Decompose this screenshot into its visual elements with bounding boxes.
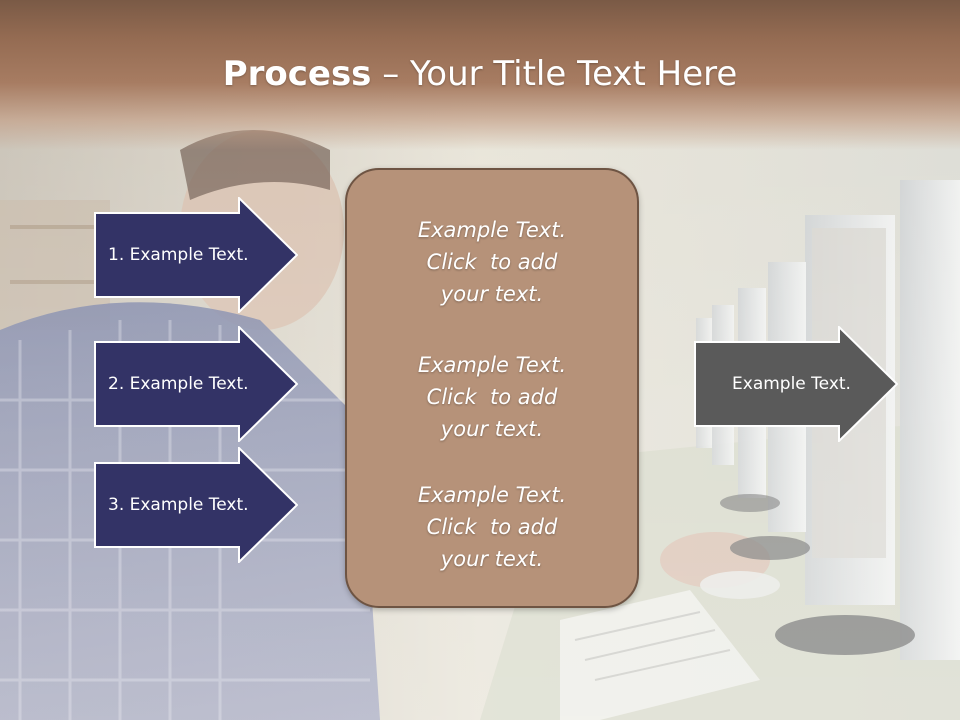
left-arrow-3-label: 3. Example Text. (108, 495, 249, 515)
center-text-block-3: Example Text. Click to add your text. (347, 479, 637, 575)
slide-title[interactable]: Process – Your Title Text Here (0, 52, 960, 96)
right-arrow-label: Example Text. (732, 374, 851, 394)
center-text-block-2: Example Text. Click to add your text. (347, 349, 637, 445)
center-text-line: Example Text. (417, 353, 567, 377)
title-rest-part: – Your Title Text Here (371, 54, 738, 94)
left-arrow-3[interactable]: 3. Example Text. (94, 447, 298, 563)
arrow-shape-icon (94, 197, 298, 313)
arrow-shape-icon (694, 326, 898, 442)
center-text-line: Example Text. (417, 483, 567, 507)
center-text-line: your text. (440, 417, 544, 441)
center-text-line: Click to add (426, 250, 558, 274)
center-text-line: your text. (440, 282, 544, 306)
left-arrow-2-label: 2. Example Text. (108, 374, 249, 394)
center-text-line: Click to add (426, 515, 558, 539)
title-bold-part: Process (222, 54, 372, 94)
arrow-shape-icon (94, 447, 298, 563)
center-text-line: Click to add (426, 385, 558, 409)
arrow-shape-icon (94, 326, 298, 442)
center-text-line: your text. (440, 547, 544, 571)
left-arrow-1[interactable]: 1. Example Text. (94, 197, 298, 313)
center-text-block-1: Example Text. Click to add your text. (347, 214, 637, 310)
center-text-line: Example Text. (417, 218, 567, 242)
title-band (0, 0, 960, 150)
center-text-box[interactable]: Example Text. Click to add your text. Ex… (345, 168, 639, 608)
left-arrow-1-label: 1. Example Text. (108, 245, 249, 265)
right-arrow[interactable]: Example Text. (694, 326, 898, 442)
left-arrow-2[interactable]: 2. Example Text. (94, 326, 298, 442)
